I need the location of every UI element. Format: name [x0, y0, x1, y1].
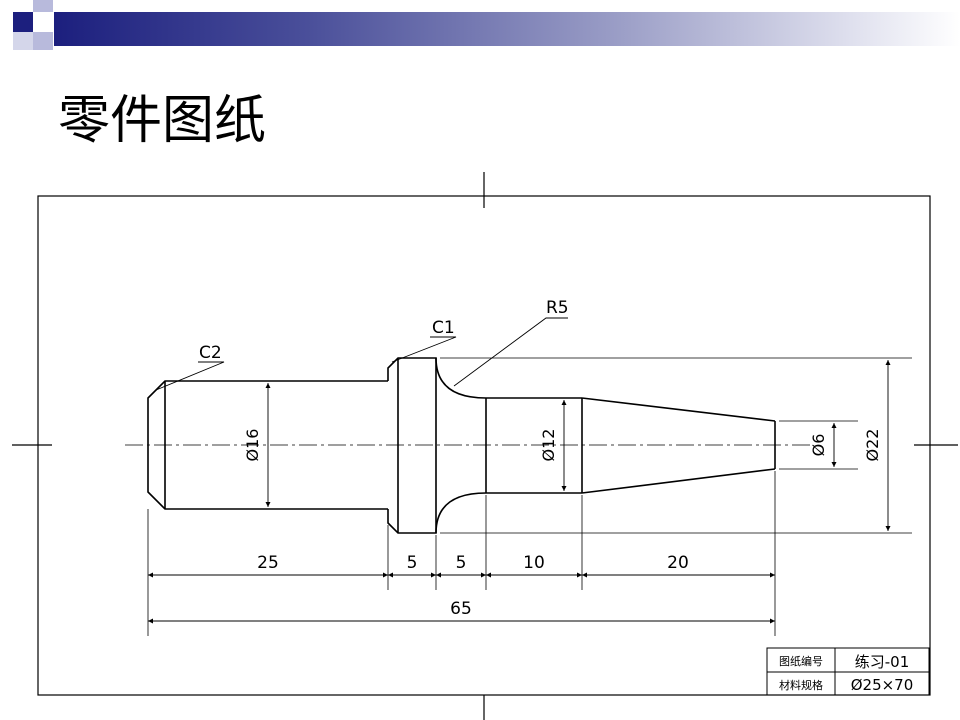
header-square-light: [33, 0, 53, 12]
chamfer-c2-label: C2: [199, 343, 222, 363]
length-10-label: 10: [523, 553, 545, 573]
material-label: 材料规格: [779, 678, 823, 692]
centering-marks: [12, 172, 958, 720]
header-gradient-bar: [54, 12, 960, 46]
shaft-outline: [147, 357, 776, 534]
length-65-label: 65: [450, 599, 472, 619]
diameter-22-label: Ø22: [863, 429, 882, 462]
extension-lines: [147, 357, 912, 636]
header-square-light: [13, 32, 33, 50]
chamfer-c1-label: C1: [432, 318, 455, 338]
diameter-16-label: Ø16: [243, 429, 262, 462]
dimension-lines: [148, 360, 891, 624]
length-25-label: 25: [257, 553, 279, 573]
slide-title: 零件图纸: [58, 91, 267, 151]
fillet-r5-label: R5: [546, 298, 569, 318]
drawing-number-label: 图纸编号: [779, 654, 823, 668]
length-5-label: 5: [407, 553, 418, 573]
material-value: Ø25×70: [851, 676, 914, 694]
diameter-6-label: Ø6: [809, 434, 828, 457]
leader-lines: [155, 317, 568, 391]
length-20-label: 20: [667, 553, 689, 573]
header-square-dark: [13, 12, 33, 32]
drawing-frame: [37, 195, 931, 696]
diameter-12-label: Ø12: [539, 429, 558, 462]
header-square-light: [33, 32, 53, 50]
title-block: [766, 647, 930, 696]
length-5-label: 5: [456, 553, 467, 573]
drawing-number-value: 练习-01: [855, 653, 910, 671]
